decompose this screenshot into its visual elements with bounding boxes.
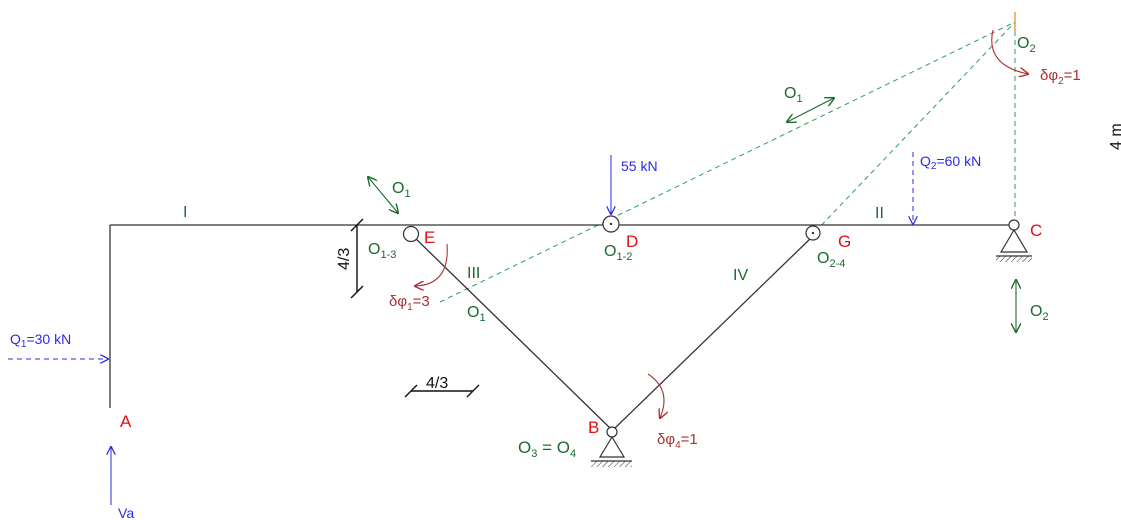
load-labels: Q1=30 kN 55 kN Q2=60 kN Va bbox=[10, 153, 981, 520]
point-labels: A B C D E G bbox=[120, 221, 1042, 437]
hinge-d-dot bbox=[609, 222, 613, 226]
dimensions bbox=[350, 218, 480, 398]
support-b-triangle bbox=[598, 435, 626, 458]
pole-label-o1-right: O1 bbox=[784, 85, 803, 105]
rotation-label-phi1: δφ1=3 bbox=[389, 293, 430, 313]
hinge-line-e-o2 bbox=[439, 21, 1016, 303]
pole-label-o2-top: O2 bbox=[1017, 35, 1036, 55]
structure bbox=[109, 224, 1010, 429]
pole-label-o13: O1-3 bbox=[368, 241, 396, 261]
displacement-arrows bbox=[368, 98, 1016, 332]
member-label-iii: III bbox=[467, 265, 480, 282]
loads bbox=[8, 152, 913, 505]
pole-label-o2-lower: O2 bbox=[1030, 303, 1049, 323]
dimension-label-vertical: 4/3 bbox=[336, 248, 353, 270]
point-label-e: E bbox=[424, 228, 435, 247]
member-b-g bbox=[614, 236, 813, 429]
rotation-label-phi2: δφ2=1 bbox=[1040, 67, 1081, 87]
rotation-labels: δφ1=3 δφ2=1 δφ4=1 bbox=[389, 67, 1081, 451]
point-label-b: B bbox=[588, 418, 599, 437]
rotation-arcs bbox=[415, 29, 1028, 418]
point-label-g: G bbox=[838, 232, 851, 251]
point-label-d: D bbox=[626, 232, 638, 251]
rotation-arc-phi4 bbox=[647, 373, 664, 418]
dimension-vertical-tick-bottom bbox=[350, 285, 364, 299]
member-label-ii: II bbox=[875, 205, 884, 222]
support-b-pin bbox=[606, 426, 618, 438]
pole-label-o1-lower: O1 bbox=[467, 304, 486, 324]
hinge-line-g-o2 bbox=[814, 21, 1016, 233]
dimension-vertical-tick-top bbox=[350, 218, 364, 232]
load-label-q1: Q1=30 kN bbox=[10, 331, 71, 350]
load-label-va: Va bbox=[118, 505, 134, 520]
pole-labels: O1-3 O1-2 O2-4 O2 O1 O1 O1 O2 O3 = O4 bbox=[368, 35, 1049, 460]
pole-label-o3-o4: O3 = O4 bbox=[518, 438, 576, 460]
hinge-lines bbox=[439, 21, 1016, 303]
support-c-triangle bbox=[999, 228, 1029, 253]
point-label-c: C bbox=[1030, 221, 1042, 240]
member-label-i: I bbox=[183, 204, 187, 221]
dimension-horizontal-tick-left bbox=[404, 384, 418, 398]
rotation-arc-phi1 bbox=[415, 243, 448, 286]
rotation-label-phi4: δφ4=1 bbox=[657, 431, 698, 451]
dimension-label-right-edge: 4 m bbox=[1108, 123, 1121, 150]
rotation-arc-phi2 bbox=[991, 29, 1028, 74]
member-labels: I II III IV bbox=[183, 204, 884, 284]
support-c-hatch bbox=[996, 256, 1032, 262]
dimension-label-horizontal: 4/3 bbox=[426, 375, 448, 392]
support-b-hatch bbox=[591, 461, 632, 467]
pole-label-o1-left: O1 bbox=[392, 180, 411, 200]
pole-label-o24: O2-4 bbox=[817, 250, 845, 270]
dimension-horizontal-tick-right bbox=[466, 384, 480, 398]
load-label-q2: Q2=60 kN bbox=[920, 153, 981, 172]
member-label-iv: IV bbox=[733, 267, 748, 284]
displacement-o1-left bbox=[368, 177, 398, 213]
hinges bbox=[402, 215, 821, 243]
hinge-g-dot bbox=[811, 231, 815, 235]
member-e-b bbox=[411, 234, 611, 429]
load-label-55kn: 55 kN bbox=[621, 158, 658, 174]
support-c-pin bbox=[1008, 219, 1020, 231]
point-label-a: A bbox=[120, 412, 132, 431]
pole-label-o12: O1-2 bbox=[604, 243, 632, 263]
displacement-o1-right bbox=[787, 98, 834, 122]
hinge-e bbox=[402, 225, 420, 243]
